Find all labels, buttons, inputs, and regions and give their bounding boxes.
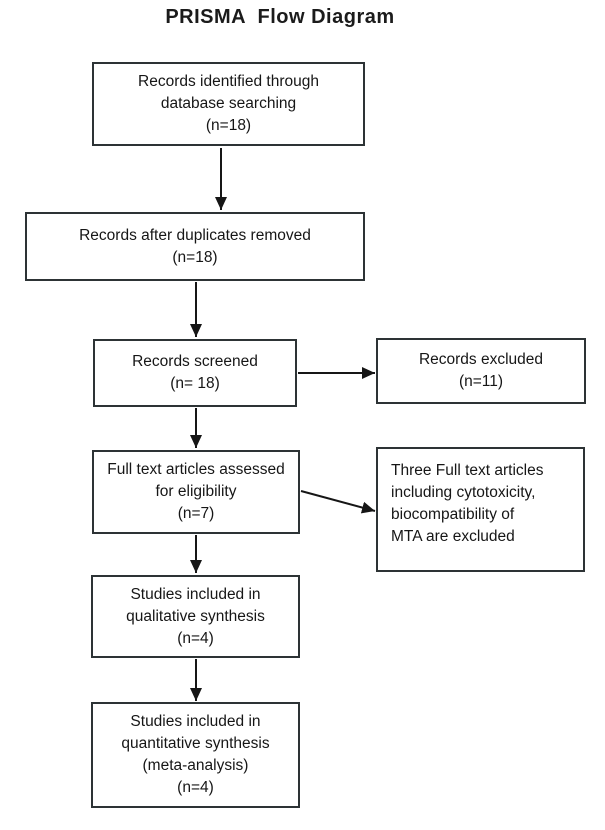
flow-box-records-screened: Records screened (n= 18) <box>93 339 297 407</box>
flow-box-quantitative-synthesis: Studies included in quantitative synthes… <box>91 702 300 808</box>
flow-box-fulltext-assessed: Full text articles assessed for eligibil… <box>92 450 300 534</box>
flow-box-records-identified: Records identified through database sear… <box>92 62 365 146</box>
arrow-fulltext-to-ft-excluded <box>300 490 376 514</box>
flow-box-qualitative-synthesis: Studies included in qualitative synthesi… <box>91 575 300 658</box>
flow-box-fulltext-excluded: Three Full text articles including cytot… <box>376 447 585 572</box>
diagram-title: PRISMA Flow Diagram <box>165 6 395 28</box>
flow-box-records-after-duplicates: Records after duplicates removed (n=18) <box>25 212 365 281</box>
flow-box-records-excluded: Records excluded (n=11) <box>376 338 586 404</box>
